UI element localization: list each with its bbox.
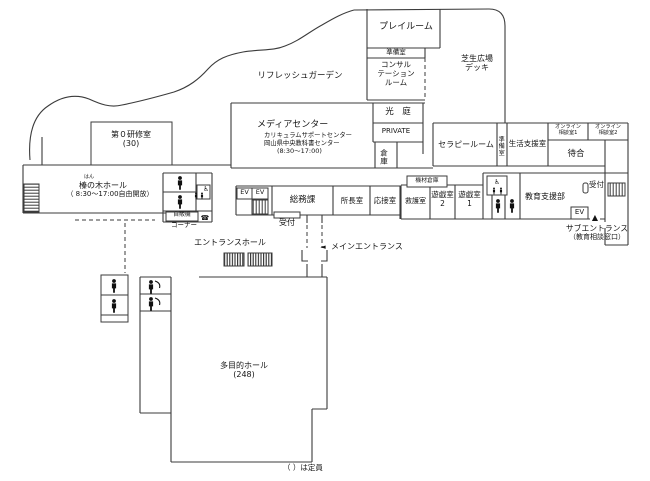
small-boxes <box>165 175 589 222</box>
person-icon <box>509 199 515 213</box>
walls <box>22 8 629 463</box>
person-icon <box>148 297 154 311</box>
south-toilet-block <box>100 274 129 323</box>
entrance-mat-right <box>247 252 273 267</box>
stairs-west-icon <box>23 183 40 213</box>
wheelchair-icon: ♿ <box>494 178 500 186</box>
handrail-icon <box>154 280 161 306</box>
reception-east-counter <box>582 182 589 194</box>
person-icon <box>495 199 501 213</box>
stairs-east-icon <box>607 182 626 197</box>
hatches <box>23 182 626 267</box>
phone-icon: ☎ <box>201 214 210 222</box>
garden-boundary <box>29 9 355 161</box>
ev-east-box <box>570 206 589 220</box>
person-icon <box>177 195 183 209</box>
reception-west-counter <box>273 211 301 219</box>
ev-west2-box <box>251 187 269 200</box>
training-room-outline <box>90 121 173 166</box>
person-icon <box>148 280 154 294</box>
equipment-storage-box <box>406 175 448 188</box>
dashed-openings <box>75 58 426 273</box>
vending-box <box>165 211 199 222</box>
facility-icons: ♿ ♿ ☎ <box>111 176 515 313</box>
entrance-mat-left <box>223 252 245 267</box>
stairs-center-icon <box>251 199 269 215</box>
accessible-toilet-center-box <box>196 184 211 200</box>
person-icon <box>177 176 183 190</box>
ev-west1-box <box>236 187 253 200</box>
wheelchair-icon: ♿ <box>203 185 209 193</box>
